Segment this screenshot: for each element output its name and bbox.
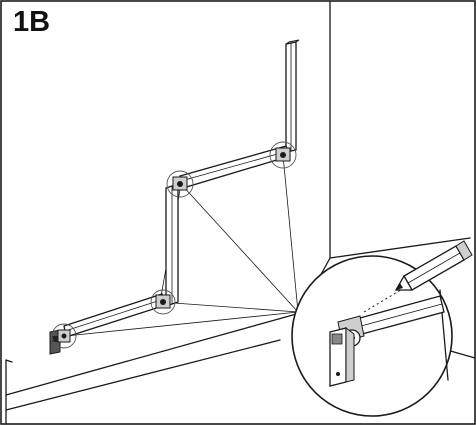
pivot-joint [166,170,194,198]
profile-assembly [49,39,300,355]
pivot-joint [51,323,77,349]
pivot-joint [269,141,297,169]
leader-lines [65,154,299,337]
room-lines [5,1,476,425]
pivot-joint [150,289,176,315]
connector-detail-icon [329,315,365,387]
step-label: 1B [13,6,51,38]
pencil-icon [394,240,473,291]
detail-magnifier [291,255,453,417]
